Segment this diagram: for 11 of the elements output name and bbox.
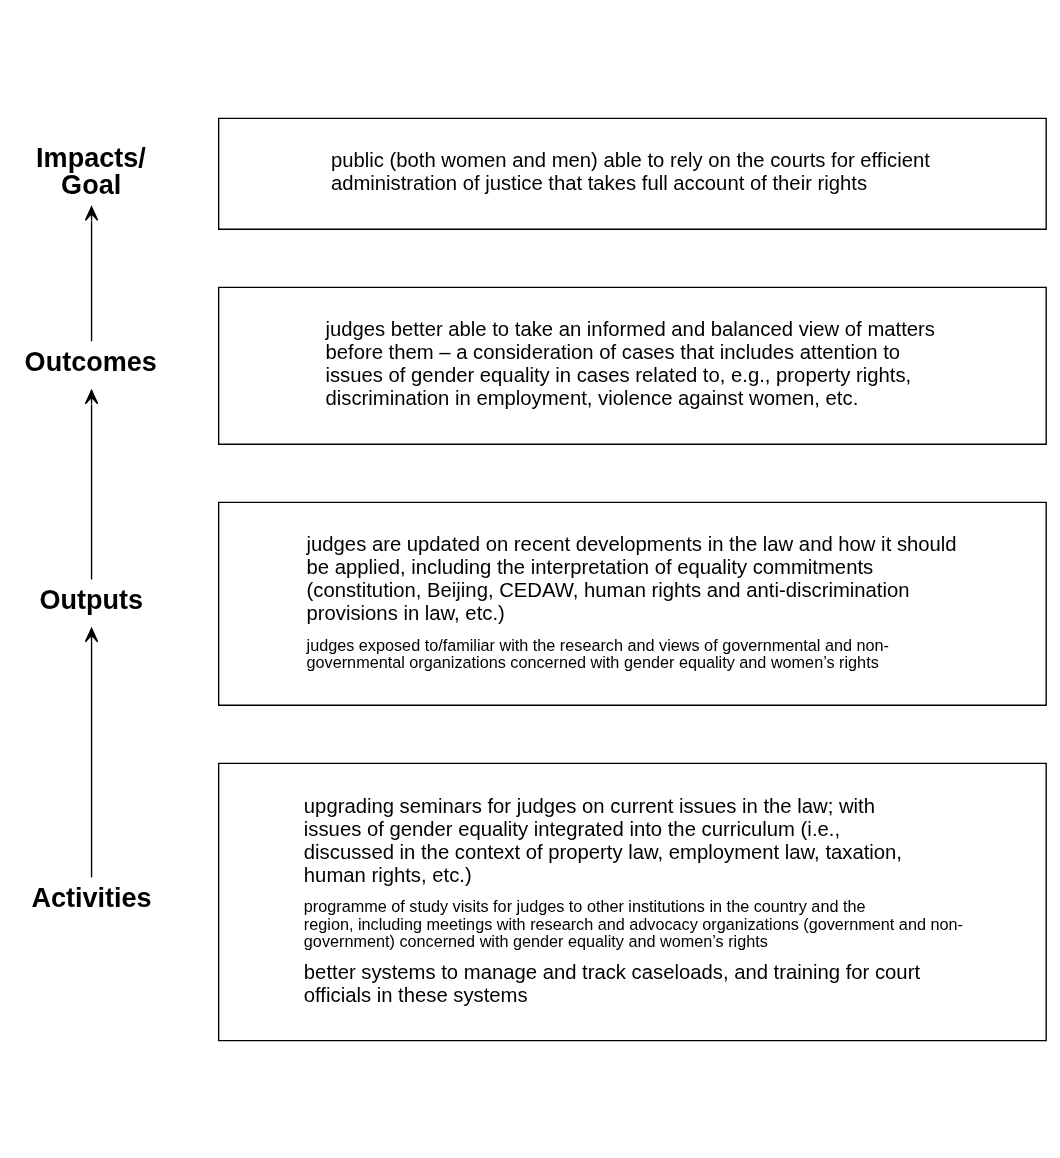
node-box: upgrading seminars for judges on current issues in the law; with issues of gender equality integrated into the curriculum (i.e., discussed in the context of property law, employment law, taxation, human rights, etc.) programme of study visits for judges to other institutions in the country and the region, including meetings with research and advocacy organizations (government and non-government) concerned with gender equality and women’s rights better systems to manage and track caseloads, and training for court officials in these systems	[218, 762, 1047, 1041]
node-box: judges are updated on recent developments in the law and how it should be applied, including the interpretation of equality commitments (constitution, Beijing, CEDAW, human rights and anti-discrimination provisions in law, etc.) judges exposed to/familiar with the research and views of governmental and non-governmental organizations concerned with gender equality and women’s rights	[218, 501, 1047, 706]
arrow	[84, 205, 99, 342]
node-text: Outcomes	[24, 346, 157, 377]
arrow	[84, 627, 99, 878]
node-text: Outputs	[39, 584, 144, 615]
node-box: public (both women and men) able to rely on the courts for efficient administration of justice that takes full account of their rights	[218, 117, 1047, 230]
node-text: Impacts/ Goal	[36, 142, 146, 200]
node-text: Activities	[31, 882, 152, 913]
arrow	[84, 389, 99, 580]
node-box: judges better able to take an informed and balanced view of matters before them – a consideration of cases that includes attention to issues of gender equality in cases related to, e.g., property rights, discrimination in employment, violence against women, etc.	[218, 286, 1047, 445]
